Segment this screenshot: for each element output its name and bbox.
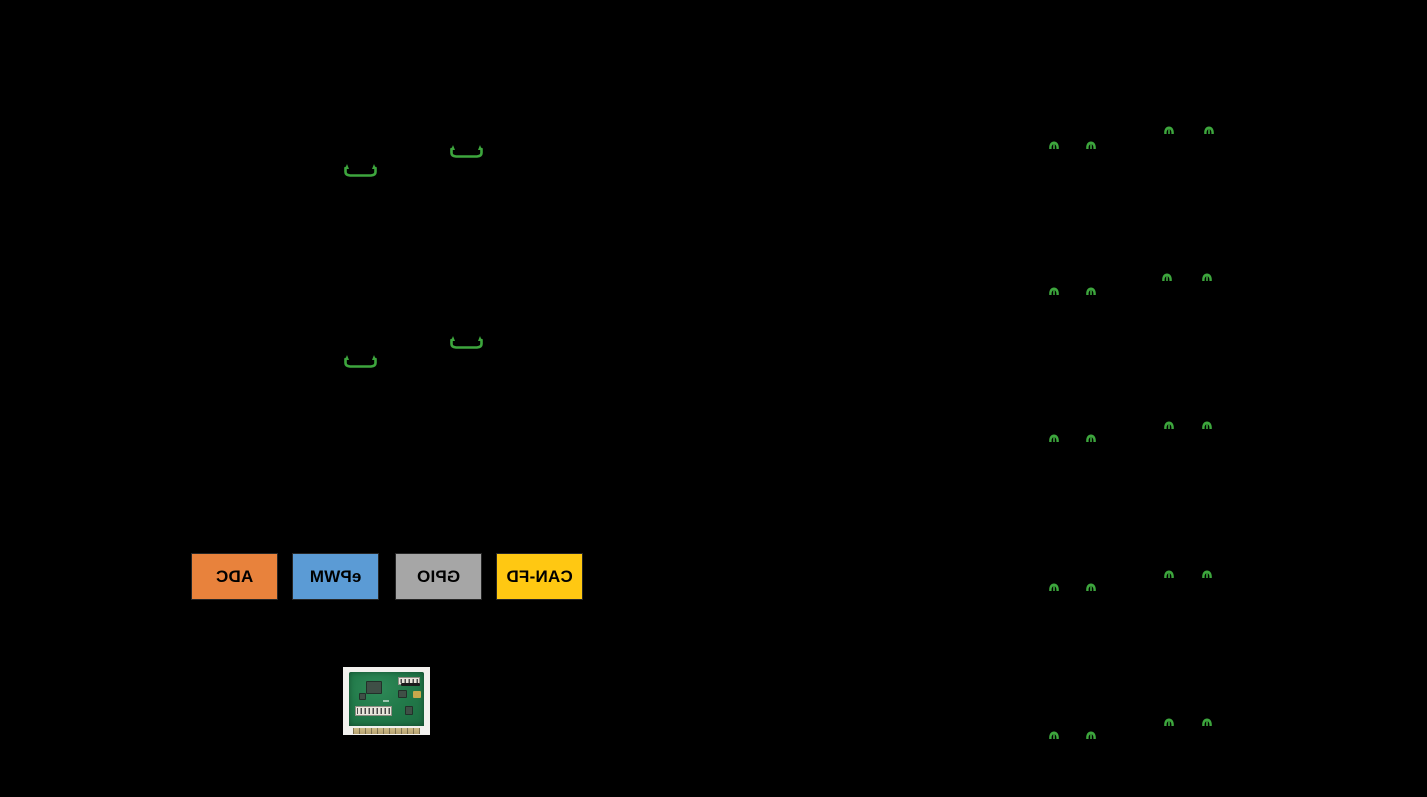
cap-marker [1201,569,1213,581]
cap-marker-icon [1049,141,1059,149]
pcb-transistor [405,706,414,715]
cap-marker-icon [1202,421,1212,429]
cap-marker [1085,433,1097,445]
control-card-pcb-image [343,667,430,735]
cap-marker-icon [1049,434,1059,442]
cap-marker [1048,730,1060,742]
cap-marker-icon [1164,126,1174,134]
bracket-marker-icon [344,164,377,177]
pcb-small-chip-left [397,690,408,699]
cap-marker [1203,125,1215,137]
cap-marker [1163,717,1175,729]
cap-marker-icon [1164,570,1174,578]
cap-marker-icon [1086,141,1096,149]
cap-marker [1048,582,1060,594]
pcb-mcu-chip [366,680,383,695]
cap-marker [1048,286,1060,298]
cap-marker-icon [1049,287,1059,295]
peripheral-block-can-fd[interactable]: CAN-FD [496,553,583,600]
cap-marker-icon [1204,126,1214,134]
cap-marker [1085,140,1097,152]
pcb-silkscreen-mark [383,700,390,703]
cap-marker-icon [1164,718,1174,726]
cap-marker [1085,286,1097,298]
cap-marker [1085,582,1097,594]
cap-marker [1201,717,1213,729]
pcb-edge-connector [352,727,421,734]
bracket-marker [344,162,377,178]
cap-marker-icon [1086,583,1096,591]
bracket-marker-icon [450,145,483,158]
pcb-gold-pad [413,691,422,699]
bracket-marker [344,353,377,369]
cap-marker-icon [1086,434,1096,442]
cap-marker [1048,140,1060,152]
cap-marker-icon [1202,718,1212,726]
cap-marker-icon [1164,421,1174,429]
pcb-header-bottom [354,705,392,716]
cap-marker [1085,730,1097,742]
cap-marker [1163,569,1175,581]
cap-marker-icon [1162,273,1172,281]
cap-marker [1163,420,1175,432]
peripheral-block-adc[interactable]: ADC [191,553,278,600]
cap-marker [1161,272,1173,284]
cap-marker-icon [1086,287,1096,295]
cap-marker-icon [1086,731,1096,739]
cap-marker [1201,272,1213,284]
cap-marker [1048,433,1060,445]
cap-marker-icon [1202,570,1212,578]
bracket-marker [450,334,483,350]
cap-marker-icon [1049,731,1059,739]
bracket-marker [450,143,483,159]
bracket-marker-icon [344,355,377,368]
cap-marker-icon [1202,273,1212,281]
bracket-marker-icon [450,336,483,349]
pcb-small-chip-right [359,692,367,700]
peripheral-block-epwm[interactable]: ePWM [292,553,379,600]
pcb-connector-strip [401,683,421,687]
cap-marker [1163,125,1175,137]
cap-marker-icon [1049,583,1059,591]
cap-marker [1201,420,1213,432]
peripheral-block-gpio[interactable]: GPIO [395,553,482,600]
